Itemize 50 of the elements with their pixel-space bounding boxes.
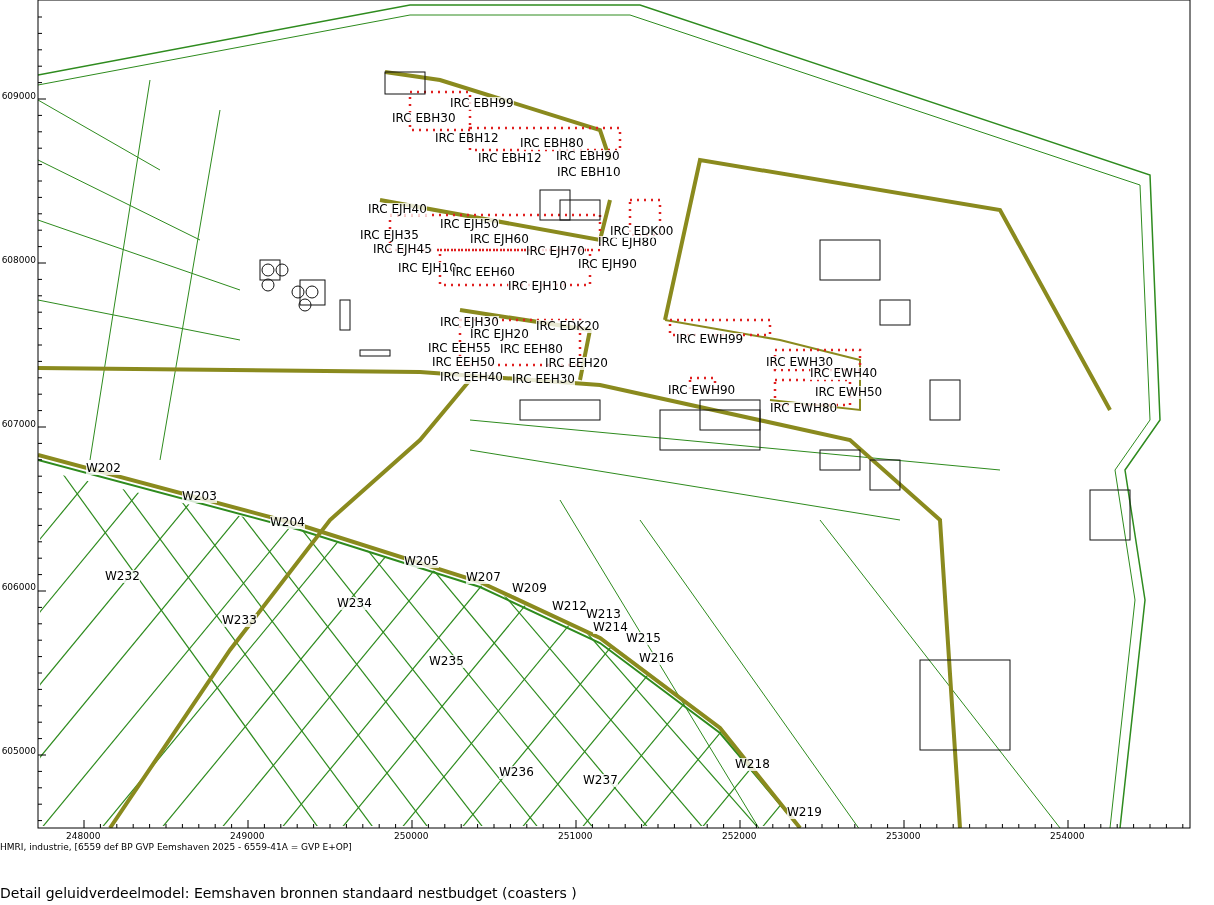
receiver-label: W205	[404, 555, 439, 569]
source-label: IRC EJH90	[578, 258, 637, 272]
axis-tick-label: 607000	[0, 419, 36, 430]
receiver-label: W218	[735, 758, 770, 772]
receiver-label: W204	[270, 516, 305, 530]
receiver-label: W219	[787, 806, 822, 820]
axis-tick-label: 249000	[230, 832, 265, 842]
axis-tick-label: 248000	[66, 832, 101, 842]
receiver-label: W237	[583, 774, 618, 788]
axis-tick-label: 250000	[394, 832, 429, 842]
source-label: IRC EJH10	[508, 280, 567, 294]
source-label: IRC EEH20	[545, 357, 608, 371]
source-label: IRC EEH55	[428, 342, 491, 356]
receiver-label: W207	[466, 571, 501, 585]
receiver-label: W202	[86, 462, 121, 476]
source-label: IRC EWH40	[810, 367, 878, 381]
source-label: IRC EJH20	[470, 328, 529, 342]
axis-tick-label: 609000	[0, 92, 36, 102]
source-label: IRC EEH40	[440, 371, 503, 385]
axis-tick-label: 252000	[722, 832, 757, 842]
source-label: IRC EJH50	[440, 218, 499, 232]
receiver-label: W209	[512, 582, 547, 596]
axis-tick-label: 608000	[0, 255, 36, 266]
source-label: IRC EJH30	[440, 316, 499, 330]
caption: Detail geluidverdeelmodel: Eemshaven bronnen standaard nestbudget (coasters )	[0, 886, 577, 902]
receiver-label: W234	[337, 597, 372, 611]
receiver-label: W216	[639, 652, 674, 666]
source-label: IRC EBH12	[435, 132, 499, 146]
source-label: IRC EJH70	[526, 245, 585, 259]
receiver-label: W235	[429, 655, 464, 669]
receiver-label: W203	[182, 490, 217, 504]
footer-note: HMRI, industrie, [6559 def BP GVP Eemshaven 2025 - 6559-41A = GVP E+OP]	[0, 843, 352, 853]
source-label: IRC EJH45	[373, 243, 432, 257]
receiver-label: W215	[626, 632, 661, 646]
source-label: IRC EDK20	[536, 320, 600, 334]
receiver-label: W233	[222, 614, 257, 628]
axis-tick-label: 251000	[558, 832, 593, 842]
source-label: IRC EWH50	[815, 386, 883, 400]
axis-tick-label: 253000	[886, 832, 921, 842]
source-label: IRC EEH50	[432, 356, 495, 370]
source-label: IRC EJH60	[470, 233, 529, 247]
receiver-label: W232	[105, 570, 140, 584]
source-label: IRC EJH40	[368, 203, 427, 217]
source-label: IRC EJH35	[360, 229, 419, 243]
source-label: IRC EBH99	[450, 97, 514, 111]
source-label: IRC EEH30	[512, 373, 575, 387]
source-label: IRC EBH90	[556, 150, 620, 164]
source-label: IRC EBH80	[520, 137, 584, 151]
axis-tick-label: 254000	[1050, 832, 1085, 842]
receiver-label: W236	[499, 766, 534, 780]
